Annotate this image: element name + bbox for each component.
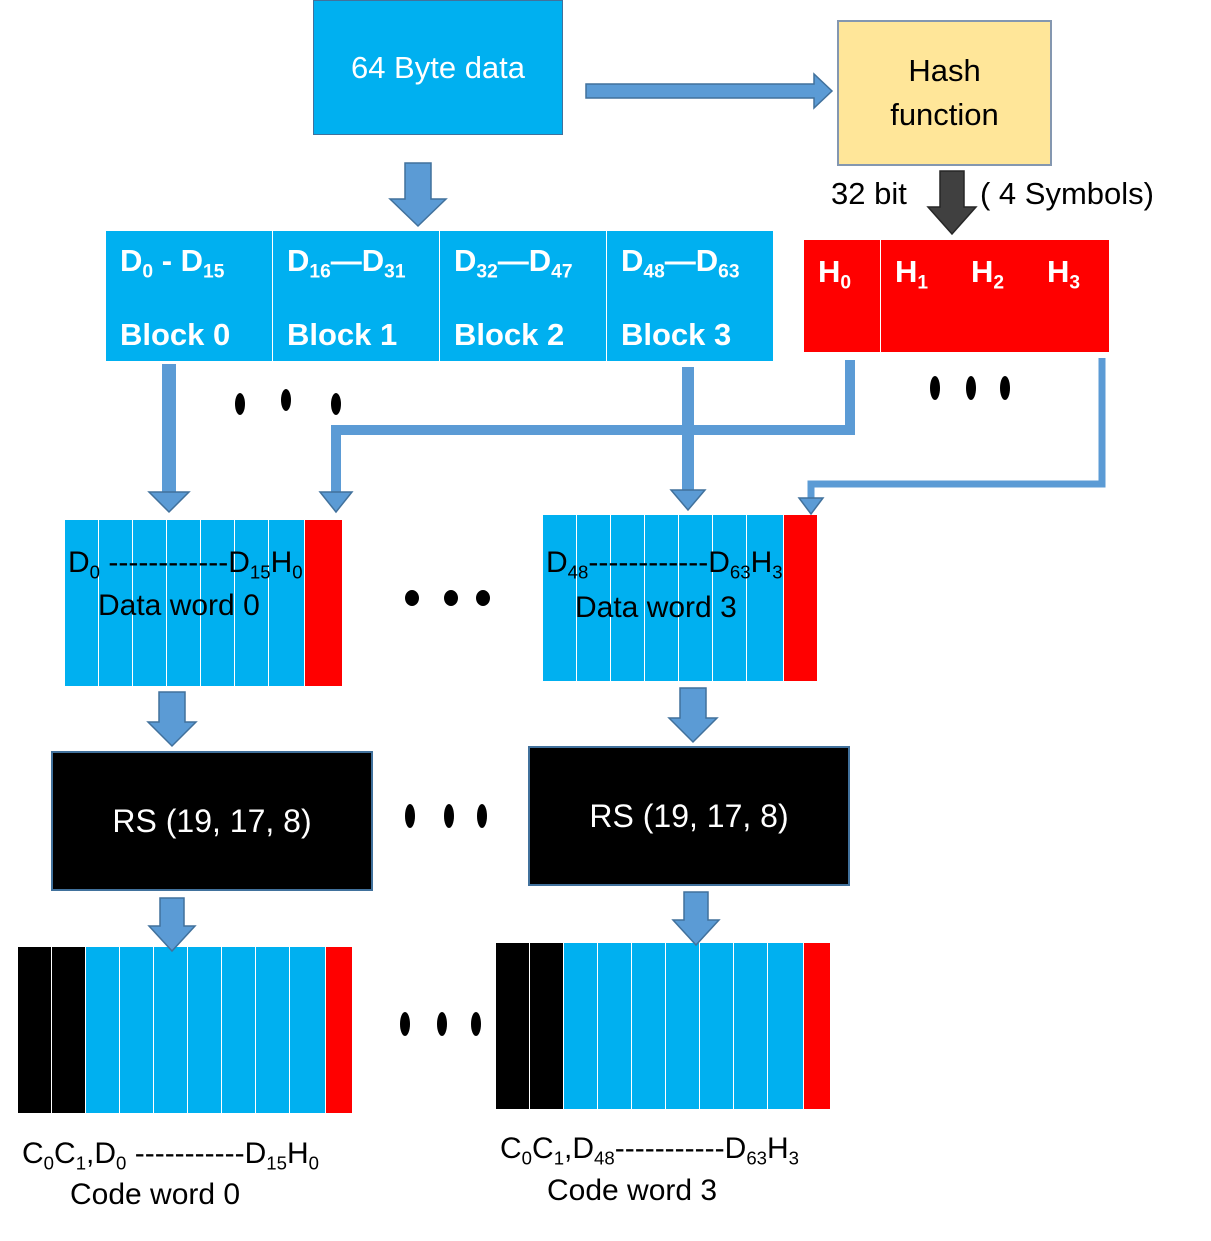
data-cell — [666, 943, 700, 1109]
hash-function-line2: function — [890, 97, 999, 132]
data-cell — [713, 515, 747, 681]
hash-symbol-3: H3 — [1033, 240, 1109, 352]
block-1: D16—D31 Block 1 — [273, 231, 439, 361]
block-2: D32—D47 Block 2 — [440, 231, 606, 361]
hash-symbol-2: H2 — [957, 240, 1033, 352]
rs-encoder-label: RS (19, 17, 8) — [112, 802, 312, 839]
arrowhead-h3 — [797, 497, 825, 516]
block-range: D48—D63 — [621, 243, 740, 283]
block-0: D0 - D15 Block 0 — [106, 231, 272, 361]
source-data-label: 64 Byte data — [350, 49, 526, 85]
data-cell — [632, 943, 666, 1109]
code-word-0-label: Code word 0 — [70, 1178, 241, 1211]
rs-encoder-3: RS (19, 17, 8) — [528, 746, 850, 886]
data-cell — [577, 515, 611, 681]
rs-encoder-0: RS (19, 17, 8) — [51, 751, 373, 891]
hash-symbol-1: H1 — [881, 240, 957, 352]
data-cell — [133, 520, 167, 686]
hash-cell — [326, 947, 352, 1113]
hash-function-line1: Hash — [908, 53, 981, 88]
parity-cell — [530, 943, 564, 1109]
ellipsis-rs — [405, 804, 487, 828]
data-cell — [256, 947, 290, 1113]
data-cell — [167, 520, 201, 686]
arrow-dataword3-to-rs — [667, 687, 719, 744]
data-cell — [598, 943, 632, 1109]
data-cell — [188, 947, 222, 1113]
arrow-rs0-to-codeword — [147, 897, 197, 953]
code-word-3-range: C0C1,D48-----------D63H3 — [500, 1132, 800, 1169]
data-word-0-label: Data word 0 — [98, 589, 260, 622]
ellipsis-blocks — [235, 389, 341, 415]
ellipsis-symbols — [930, 376, 1010, 400]
data-cell — [154, 947, 188, 1113]
block-label: Block 3 — [621, 317, 732, 352]
data-cell — [564, 943, 598, 1109]
data-cell — [611, 515, 645, 681]
data-word-3-label: Data word 3 — [575, 591, 737, 624]
hash-symbol-0: H0 — [804, 240, 880, 352]
block-range: D32—D47 — [454, 243, 573, 283]
hash-cell — [305, 520, 342, 686]
data-cell — [747, 515, 784, 681]
connector-h0 — [331, 360, 855, 496]
data-cell — [700, 943, 734, 1109]
parity-cell — [52, 947, 86, 1113]
arrow-dataword0-to-rs — [146, 691, 198, 748]
data-cell — [734, 943, 768, 1109]
hash-bits-label: 32 bit — [831, 176, 907, 211]
data-cell — [235, 520, 269, 686]
data-cell — [222, 947, 256, 1113]
hash-symbols-label: ( 4 Symbols) — [980, 176, 1154, 211]
code-word-3 — [496, 943, 830, 1109]
data-word-0 — [65, 520, 342, 686]
arrow-hash-to-symbols — [926, 170, 978, 236]
block-range: D16—D31 — [287, 243, 406, 283]
block-range: D0 - D15 — [120, 243, 225, 283]
ellipsis-data-words — [405, 590, 490, 606]
data-cell — [679, 515, 713, 681]
hash-cell — [784, 515, 817, 681]
parity-cell — [496, 943, 530, 1109]
arrow-source-to-blocks — [388, 162, 448, 228]
parity-cell — [18, 947, 52, 1113]
data-cell — [543, 515, 577, 681]
data-cell — [201, 520, 235, 686]
data-cell — [99, 520, 133, 686]
ellipsis-code-words — [400, 1012, 481, 1036]
block-label: Block 2 — [454, 317, 565, 352]
data-cell — [120, 947, 154, 1113]
arrow-source-to-hash — [585, 72, 834, 110]
data-cell — [768, 943, 804, 1109]
data-cell — [86, 947, 120, 1113]
code-word-0 — [18, 947, 352, 1113]
code-word-3-label: Code word 3 — [547, 1174, 718, 1207]
block-label: Block 0 — [120, 317, 231, 352]
rs-encoder-label: RS (19, 17, 8) — [589, 797, 789, 834]
code-word-0-range: C0C1,D0 -----------D15H0 — [22, 1137, 319, 1174]
arrowhead-block0 — [147, 491, 191, 514]
data-cell — [290, 947, 326, 1113]
arrow-rs3-to-codeword — [671, 891, 721, 947]
block-label: Block 1 — [287, 317, 398, 352]
data-word-0-range: D0 ------------D15H0 — [68, 546, 303, 583]
data-word-3-range: D48------------D63H3 — [546, 546, 783, 583]
hash-cell — [804, 943, 830, 1109]
source-data-box: 64 Byte data — [313, 0, 563, 135]
data-cell — [269, 520, 305, 686]
data-cell — [645, 515, 679, 681]
block-3: D48—D63 Block 3 — [607, 231, 773, 361]
data-cell — [65, 520, 99, 686]
arrowhead-h0 — [318, 491, 354, 514]
arrowhead-block3 — [669, 489, 707, 512]
hash-function-box: Hash function — [837, 20, 1052, 166]
connector-h3 — [807, 358, 1106, 500]
data-word-3 — [543, 515, 817, 681]
